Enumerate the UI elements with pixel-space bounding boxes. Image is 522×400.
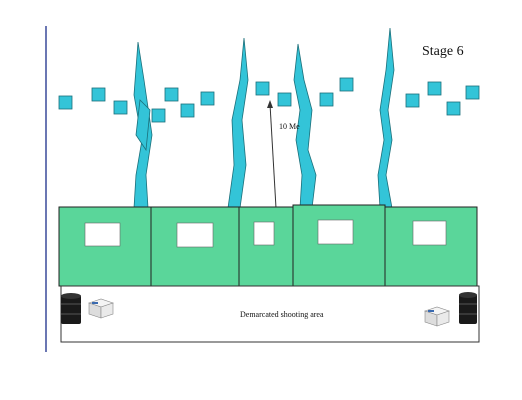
target-square [446,101,461,116]
target-square [58,95,73,110]
target-square [277,92,292,107]
stage-title: Stage 6 [422,44,464,59]
target-square [319,92,334,107]
oil-drum-icon [61,293,81,324]
wall-window [84,222,121,247]
wall-panel-4 [292,204,386,287]
target-square [91,87,106,102]
target-square [405,93,420,108]
ribbon-props [133,27,395,209]
shooting-area-label: Demarcated shooting area [240,310,324,319]
wall-panel-3 [238,206,294,287]
wall-window [317,219,354,245]
target-square [465,85,480,100]
target-square [427,81,442,96]
wall-window [412,220,447,246]
target-square [200,91,215,106]
ribbon-prop-2 [227,37,249,209]
ribbon-prop-4 [377,27,395,209]
target-square [255,81,270,96]
distance-label: 10 Me [279,122,300,131]
storage-box-icon [424,306,450,327]
oil-drum-icon [459,292,477,324]
target-square [113,100,128,115]
target-square [339,77,354,92]
distance-arrow [267,100,277,209]
target-square [180,103,195,118]
wall-panel-5 [384,206,478,287]
wall-panel-1 [58,206,152,287]
target-square [164,87,179,102]
wall-window [253,221,275,246]
target-square [151,108,166,123]
shooting-area [60,285,480,343]
storage-box-icon [88,298,114,319]
walls [58,204,478,287]
ribbon-prop-1b [135,99,151,152]
wall-windows [84,219,447,248]
square-targets [58,77,480,123]
wall-window [176,222,214,248]
